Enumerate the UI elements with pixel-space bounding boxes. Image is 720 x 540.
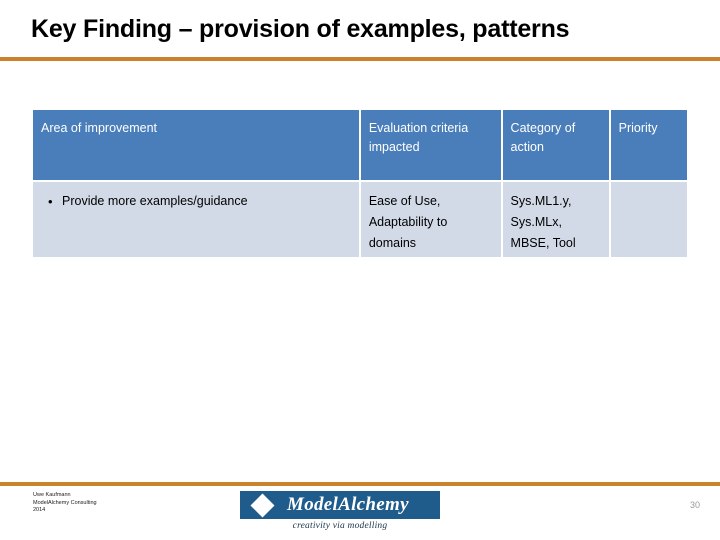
table-header-evaluation-criteria: Evaluation criteria impacted [360,110,501,180]
bullet-list-item: • Provide more examples/guidance [41,191,351,212]
category-line-1: Sys.ML1.y, [510,194,572,208]
footer-credit-line-3: 2014 [33,507,46,513]
title-divider-rule [0,57,720,61]
page-number: 30 [690,500,701,510]
logo-tagline: creativity via modelling [292,521,388,531]
footer-divider-rule [0,482,720,486]
table-header-row: Area of improvement Evaluation criteria … [33,110,687,180]
footer-credit-line-1: Uwe Kaufmann [33,492,71,498]
criteria-line-1: Ease of Use, [368,194,441,208]
table-header-priority: Priority [610,110,687,180]
findings-table: Area of improvement Evaluation criteria … [33,110,687,257]
bullet-icon: • [48,194,53,209]
modelalchemy-logo: ModelAlchemy creativity via modelling [240,491,440,531]
table-header-category-of-action: Category of action [502,110,609,180]
cell-category-of-action: Sys.ML1.y, Sys.MLx, MBSE, Tool [502,182,609,257]
criteria-line-3: domains [368,236,417,250]
category-line-3: MBSE, Tool [510,236,576,250]
logo-wordmark: ModelAlchemy [287,494,409,515]
logo-bar: ModelAlchemy [240,491,440,519]
table-row: • Provide more examples/guidance Ease of… [33,182,687,257]
category-line-2: Sys.MLx, [510,215,562,229]
footer-credit: Uwe Kaufmann ModelAlchemy Consulting 201… [33,492,97,515]
page-title: Key Finding – provision of examples, pat… [31,15,570,43]
cell-area-of-improvement: • Provide more examples/guidance [33,182,359,257]
diamond-icon [250,492,275,518]
cell-priority [610,182,687,257]
bullet-item-label: Provide more examples/guidance [62,194,248,208]
cell-evaluation-criteria: Ease of Use, Adaptability to domains [360,182,501,257]
table-header-area-of-improvement: Area of improvement [33,110,359,180]
footer-credit-line-2: ModelAlchemy Consulting [33,499,97,506]
criteria-line-2: Adaptability to [368,215,448,229]
